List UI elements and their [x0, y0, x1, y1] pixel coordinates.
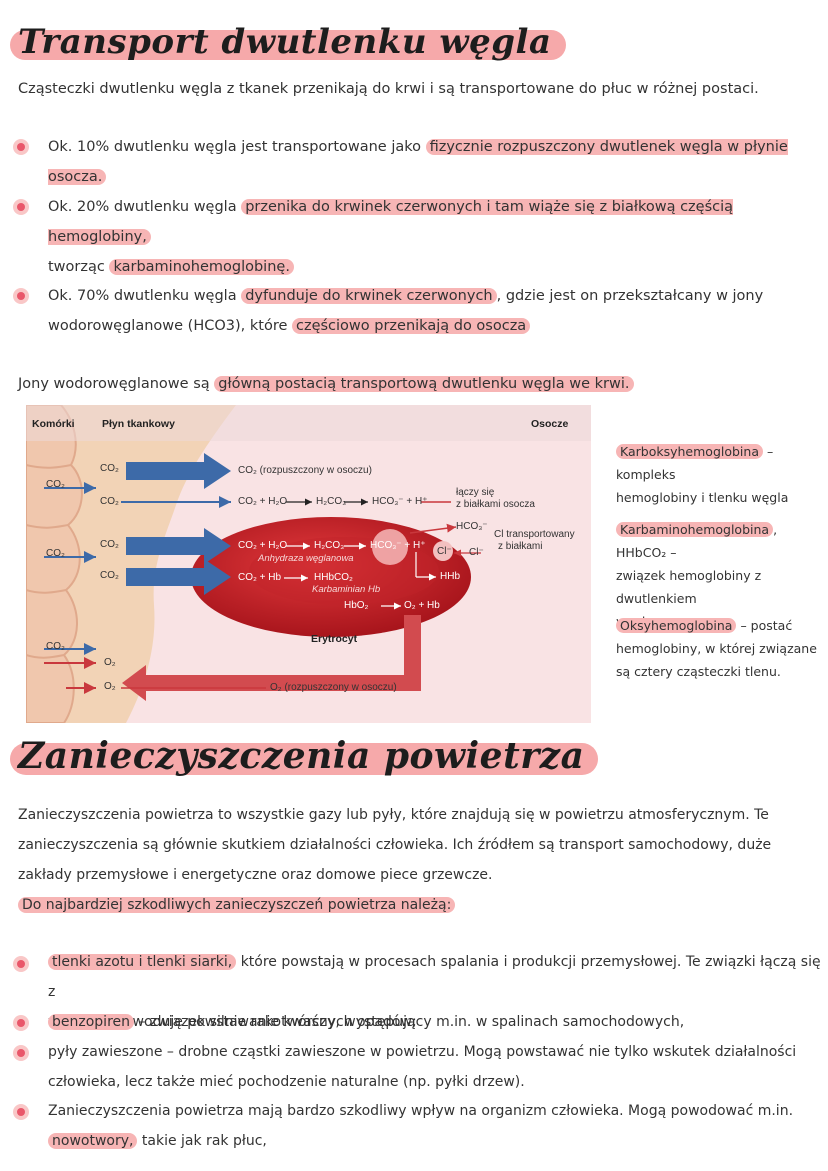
- bullet-20-percent: Ok. 20% dwutlenku węgla przenika do krwi…: [48, 199, 734, 275]
- oxygen-release-arrow: [122, 615, 421, 701]
- label-plyn-tkankowy: Płyn tkankowy: [102, 418, 175, 430]
- label-hbo2: HbO₂: [344, 600, 369, 611]
- bullet-icon: [17, 960, 25, 968]
- label-osocze: Osocze: [531, 418, 569, 430]
- label-z-bialkami-osocza: z białkami osocza: [456, 499, 535, 510]
- label-co2: CO₂: [46, 479, 65, 490]
- chloride-highlight: [433, 541, 453, 561]
- diagram-graphics: [26, 405, 591, 723]
- label-co2: CO₂: [100, 496, 119, 507]
- bullet-70-percent: Ok. 70% dwutlenku węgla dyfunduje do krw…: [48, 288, 764, 334]
- co2-bicarbonate-arrow: [126, 528, 231, 564]
- summary-sentence: Jony wodorowęglanowe są główną postacią …: [18, 369, 634, 399]
- label-karbaminian: Karbaminian Hb: [312, 584, 381, 595]
- pollutant-tlenki: tlenki azotu i tlenki siarki, które pows…: [48, 954, 821, 1030]
- label-hco3-out: HCO₃⁻: [456, 521, 488, 532]
- label-o2: O₂: [104, 681, 116, 692]
- label-h2co3: H₂CO₃: [316, 496, 347, 507]
- label-z-bialkami: z białkami: [498, 541, 543, 552]
- section-title-zanieczyszczenia: Zanieczyszczenia powietrza: [9, 735, 599, 777]
- label-reaction-erythrocyte: CO₂ + H₂O: [238, 540, 288, 551]
- intro-paragraph: Cząsteczki dwutlenku węgla z tkanek prze…: [18, 81, 759, 97]
- co2-hb-arrow: [126, 559, 231, 595]
- label-co2-dissolved: CO₂ (rozpuszczony w osoczu): [238, 465, 372, 476]
- label-anhydraza: Anhydraza węglanowa: [258, 553, 354, 564]
- label-co2: CO₂: [46, 548, 65, 559]
- label-reaction-plasma: CO₂ + H₂O: [238, 496, 288, 507]
- label-hhb: HHb: [440, 571, 461, 582]
- label-hhbco2: HHbCO₂: [314, 572, 353, 583]
- label-hco3-h: HCO₃⁻ + H⁺: [372, 496, 428, 507]
- pollution-paragraph: Zanieczyszczenia powietrza to wszystkie …: [18, 807, 772, 913]
- label-erytrocyt: Erytrocyt: [311, 633, 358, 645]
- label-co2: CO₂: [46, 641, 65, 652]
- pollutant-benzopiren: benzopiren – związek silnie rakotwórczy,…: [48, 1007, 684, 1037]
- label-cl-circle: Cl⁻: [437, 546, 452, 557]
- co2-transport-diagram: Komórki Płyn tkankowy Osocze CO₂ CO₂ CO₂…: [26, 405, 591, 723]
- bullet-icon: [17, 1049, 25, 1057]
- side-note-karboksyhemoglobina: Karboksyhemoglobina – kompleks hemoglobi…: [616, 444, 789, 505]
- label-cl-in: Cl⁻: [469, 547, 484, 558]
- label-h2co3-erythrocyte: H₂CO₃: [314, 540, 345, 551]
- bullet-icon: [17, 203, 25, 211]
- label-komorki: Komórki: [32, 418, 75, 430]
- bicarbonate-highlight: [372, 529, 408, 565]
- pollution-health-effects: Zanieczyszczenia powietrza mają bardzo s…: [48, 1103, 794, 1149]
- cells-region: [26, 405, 83, 723]
- bullet-icon: [17, 143, 25, 151]
- label-cl-transport: Cl transportowany: [494, 529, 575, 540]
- co2-dissolved-arrow: [126, 453, 231, 489]
- bullet-icon: [17, 1019, 25, 1027]
- bullet-10-percent: Ok. 10% dwutlenku węgla jest transportow…: [48, 139, 788, 185]
- label-co2-hb: CO₂ + Hb: [238, 572, 282, 583]
- label-laczy-sie: łączy się: [456, 487, 495, 498]
- label-co2: CO₂: [100, 539, 119, 550]
- bullet-icon: [17, 292, 25, 300]
- side-note-oksyhemoglobina: Oksyhemoglobina – postać hemoglobiny, w …: [616, 618, 817, 679]
- label-o2-dissolved: O₂ (rozpuszczony w osoczu): [270, 682, 397, 693]
- section-title-transport: Transport dwutlenku węgla: [10, 22, 566, 62]
- label-co2: CO₂: [100, 463, 119, 474]
- pollutant-pyly: pyły zawieszone – drobne cząstki zawiesz…: [48, 1044, 797, 1090]
- label-co2: CO₂: [100, 570, 119, 581]
- label-o2-hb: O₂ + Hb: [404, 600, 440, 611]
- label-o2: O₂: [104, 657, 116, 668]
- bullet-icon: [17, 1108, 25, 1116]
- label-hco3-h-erythrocyte: HCO₃⁻ + H⁺: [370, 540, 426, 551]
